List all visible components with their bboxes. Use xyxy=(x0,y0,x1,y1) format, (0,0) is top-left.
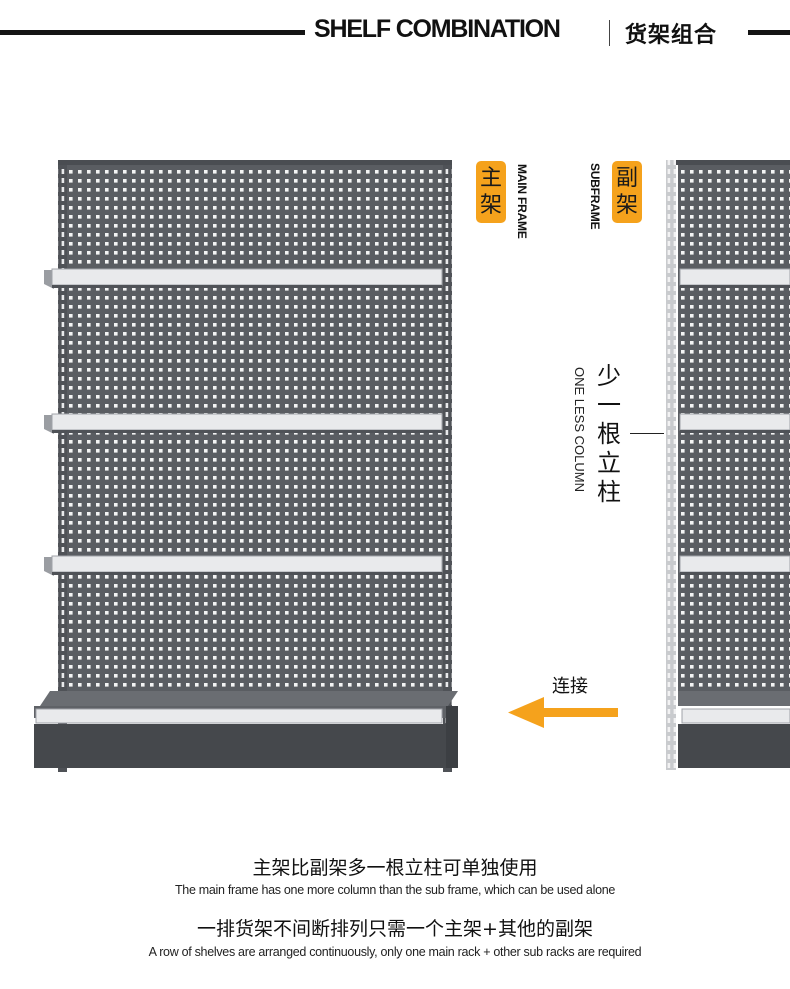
title-rule-left xyxy=(0,30,305,35)
sub-frame-label-en: SUBFRAME xyxy=(588,163,602,230)
column-note-char-4: 立 xyxy=(597,449,621,477)
caption-line-1-en: The main frame has one more column than … xyxy=(174,883,616,897)
main-frame-shelf-2 xyxy=(44,413,443,434)
sub-frame-badge-char-2: 架 xyxy=(615,193,638,218)
caption-line-1: 主架比副架多一根立柱可单独使用 xyxy=(252,857,538,879)
main-frame-illustration xyxy=(34,160,458,772)
sub-frame-shelf-1 xyxy=(679,268,790,288)
sub-frame-shelf-2 xyxy=(679,413,790,433)
connection-arrow-icon xyxy=(508,697,618,728)
sub-frame-shelf-3 xyxy=(679,555,790,575)
main-frame-right-upright xyxy=(443,160,452,772)
column-note-leader-line xyxy=(630,433,664,434)
page-title-cn: 货架组合 xyxy=(625,23,718,48)
sub-frame-illustration xyxy=(666,160,790,770)
title-separator xyxy=(609,20,610,46)
sub-frame-badge-char-1: 副 xyxy=(615,166,638,191)
main-frame-base xyxy=(34,691,458,768)
main-frame-label-en: MAIN FRAME xyxy=(515,164,529,239)
caption-line-2-en: A row of shelves are arranged continuous… xyxy=(148,945,642,959)
main-frame-shelf-3 xyxy=(44,555,443,576)
main-frame-badge: 主 架 xyxy=(476,161,506,223)
column-note-char-3: 根 xyxy=(597,420,621,448)
column-note-label-cn: 少 一 根 立 柱 xyxy=(594,362,624,507)
column-note-char-1: 少 xyxy=(597,362,621,390)
connection-label: 连接 xyxy=(552,676,588,697)
sub-frame-light-upright xyxy=(666,160,676,770)
column-note-label-en: ONE LESS COLUMN xyxy=(572,367,587,492)
sub-frame-base xyxy=(678,691,790,768)
main-frame-shelf-1 xyxy=(44,268,443,289)
sub-frame-badge: 副 架 xyxy=(612,161,642,223)
main-frame-left-upright xyxy=(58,160,67,772)
caption-line-2: 一排货架不间断排列只需一个主架+其他的副架 xyxy=(197,918,593,940)
page-title: SHELF COMBINATION xyxy=(314,15,561,43)
title-rule-right xyxy=(748,30,790,35)
column-note-char-2: 一 xyxy=(597,391,621,419)
main-frame-badge-char-2: 架 xyxy=(479,193,502,218)
main-frame-badge-char-1: 主 xyxy=(479,166,502,191)
column-note-char-5: 柱 xyxy=(597,478,621,506)
